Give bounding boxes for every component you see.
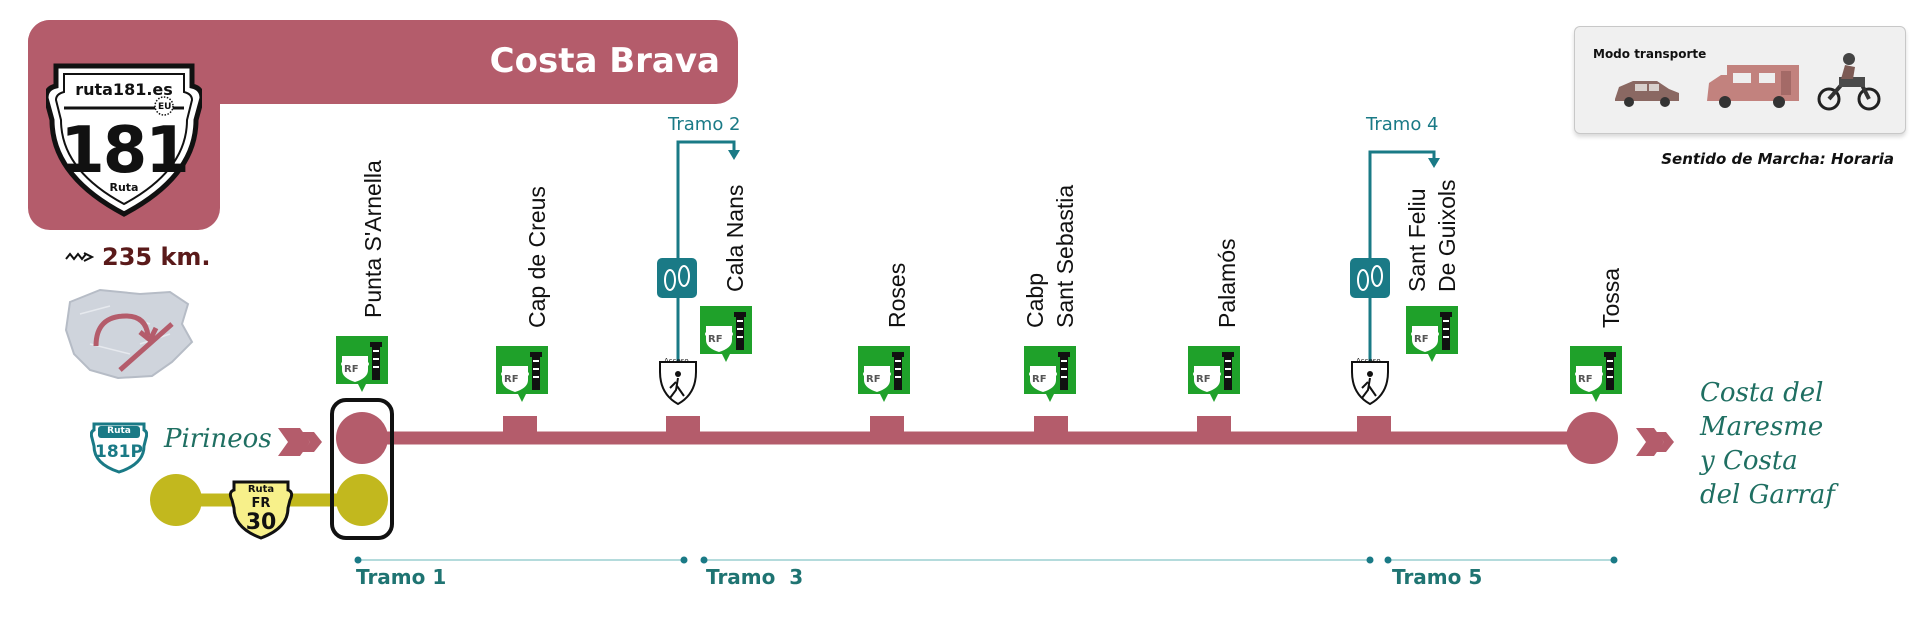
tramo-3-label: Tramo 3 <box>706 565 804 589</box>
stop-name: Cap de Creus <box>524 186 550 328</box>
alt-route-end-node <box>336 474 388 526</box>
access-hiker-icon <box>659 361 697 406</box>
tramo-1-label: Tramo 1 <box>356 565 447 589</box>
junction-box <box>330 398 394 540</box>
region-title: Costa Brava <box>489 41 720 81</box>
rf-stop-badge-icon: RF <box>856 344 912 404</box>
stop-tick <box>1197 416 1231 436</box>
rf-stop-badge-icon: RF <box>1568 344 1624 404</box>
access-hiker-icon <box>1351 361 1389 406</box>
direction-text: Sentido de Marcha: Horaria <box>1661 150 1894 168</box>
chevron-right-icon <box>1636 428 1674 456</box>
tramo-4-label: Tramo 4 <box>1366 114 1439 135</box>
stop-tick <box>503 416 537 436</box>
end-node <box>1566 412 1618 464</box>
tramo-5-label: Tramo 5 <box>1392 565 1483 589</box>
rf-stop-badge-icon: RF <box>1022 344 1078 404</box>
tramo-5-span <box>1384 556 1618 564</box>
tramo-3-span <box>700 556 1374 564</box>
alt-route-start-node <box>150 474 202 526</box>
tramo-2-connector <box>676 140 736 368</box>
iberia-map-icon <box>60 284 200 384</box>
rf-stop-badge-icon: RF <box>334 334 390 394</box>
start-node <box>336 412 388 464</box>
stop-name: Punta S'Arnella <box>360 160 386 318</box>
footprints-icon <box>657 258 697 298</box>
distance: 235 km. <box>64 242 211 272</box>
shield-number: 181 <box>60 114 190 188</box>
chevron-left-icon <box>278 428 322 456</box>
rf-stop-badge-icon: RF <box>1404 304 1460 364</box>
stop-name: Tossa <box>1598 267 1624 328</box>
stop-tick <box>1034 416 1068 436</box>
stop-name: Palamós <box>1214 238 1240 328</box>
transport-title: Modo transporte <box>1593 47 1707 61</box>
stop-tick <box>870 416 904 436</box>
route-shield-icon: ruta181.es EU 181 Ruta <box>46 58 202 218</box>
motorhome-icon <box>1707 65 1799 108</box>
stop-name: Sant Feliu De Guixols <box>1404 179 1460 292</box>
rf-stop-badge-icon: RF <box>698 304 754 364</box>
car-icon <box>1615 81 1679 107</box>
start-label: Pirineos <box>164 424 272 454</box>
access-label: Acceso <box>664 357 689 365</box>
shield-eu: EU <box>158 102 172 112</box>
motorcycle-icon <box>1817 53 1881 111</box>
route-fr30-badge-icon: Ruta FR 30 <box>228 476 294 542</box>
destination-label: Costa del Maresme y Costa del Garraf <box>1700 378 1835 510</box>
stop-tick <box>666 416 700 436</box>
shield-site: ruta181.es <box>75 80 173 99</box>
tramo-1-span <box>354 556 688 564</box>
stop-name: Roses <box>884 262 910 328</box>
rf-stop-badge-icon: RF <box>494 344 550 404</box>
stop-name: Cabp Sant Sebastia <box>1022 184 1078 328</box>
tramo-2-label: Tramo 2 <box>668 114 741 135</box>
rf-stop-badge-icon: RF <box>1186 344 1242 404</box>
distance-value: 235 km. <box>102 243 211 271</box>
stop-name: Cala Nans <box>722 184 748 292</box>
route-squiggle-icon <box>65 252 94 262</box>
footprints-icon <box>1350 258 1390 298</box>
shield-label: Ruta <box>109 181 139 194</box>
route-181p-badge-icon: Ruta 181P <box>90 416 148 474</box>
access-label: Acceso <box>1356 357 1381 365</box>
transport-box: Modo transporte <box>1574 26 1906 134</box>
stop-tick <box>1357 416 1391 436</box>
